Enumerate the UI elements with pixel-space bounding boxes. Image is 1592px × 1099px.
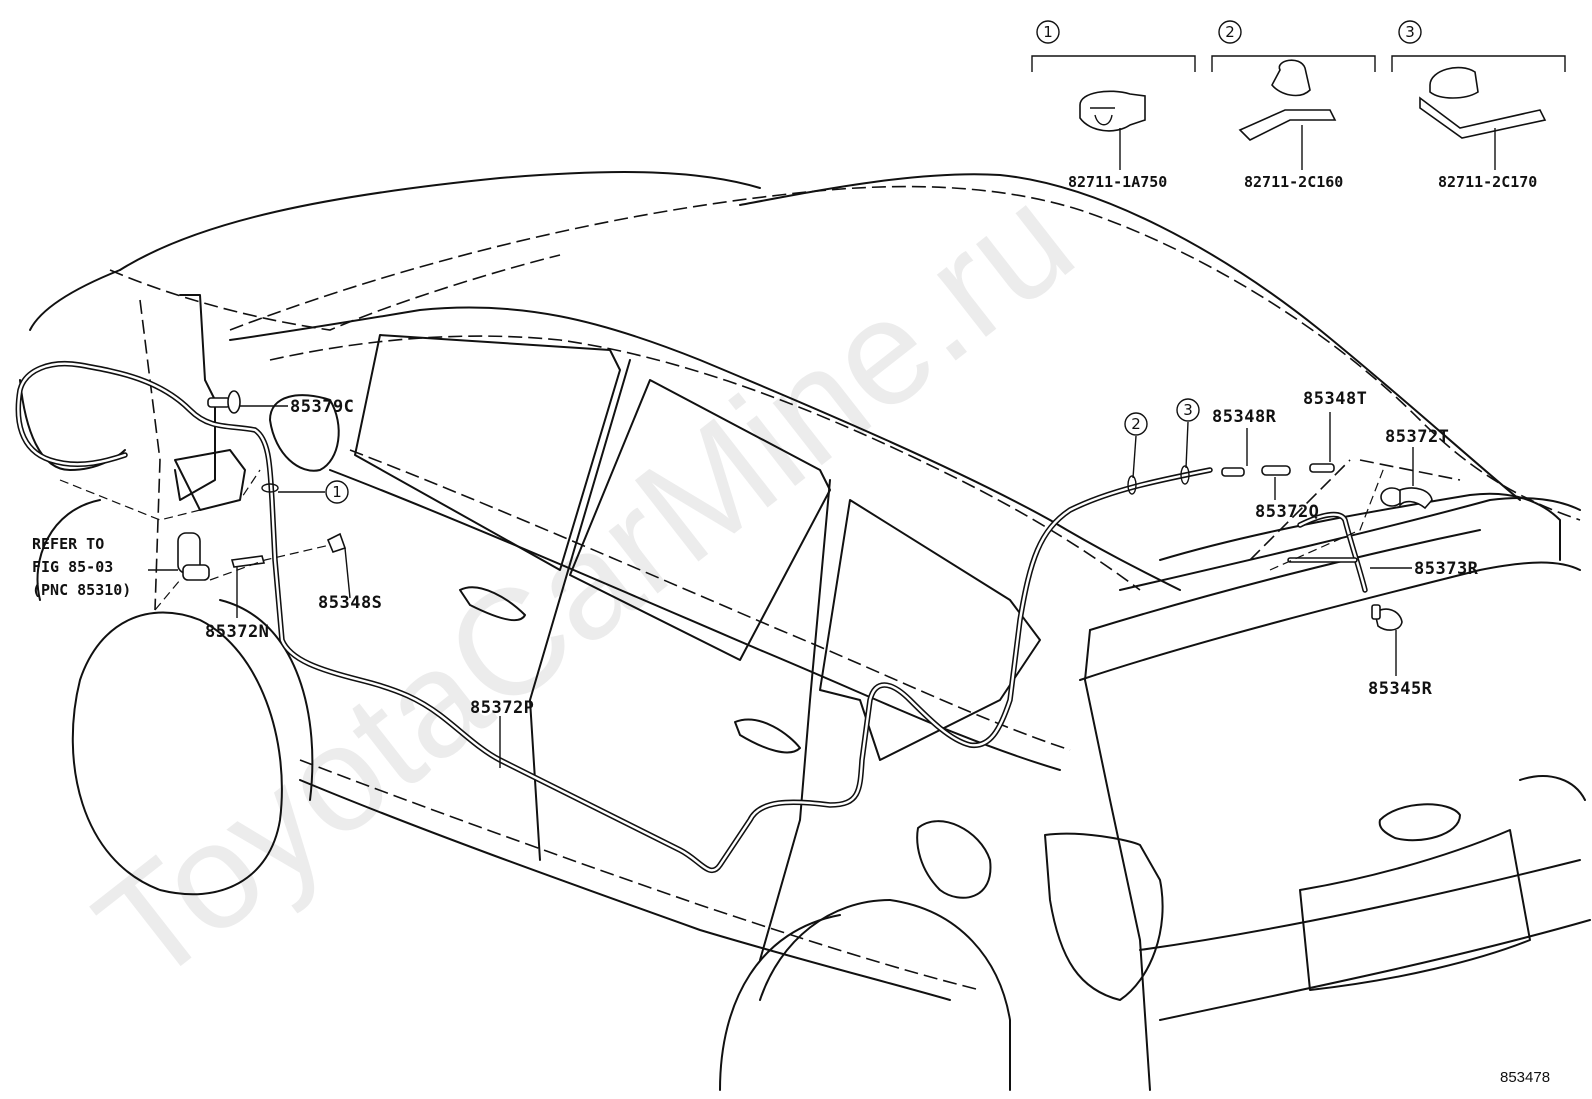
reference-line-2: FIG 85-03 <box>32 558 113 576</box>
callout-2: 2 <box>1131 415 1141 433</box>
figure-number: 853478 <box>1500 1069 1550 1086</box>
hose-callouts: 1 2 3 <box>278 398 1200 504</box>
legend-part-2: 82711-2C160 <box>1244 173 1343 191</box>
legend-part-1: 82711-1A750 <box>1068 173 1167 191</box>
label-85372T: 85372T <box>1385 427 1449 447</box>
callout-1: 1 <box>332 483 342 501</box>
legend-part-3: 82711-2C170 <box>1438 173 1537 191</box>
legend-key-1: 1 <box>1043 23 1053 41</box>
legend: 1 82711-1A750 2 82711-2C160 3 82711-2C17… <box>1031 20 1566 191</box>
washer-hose <box>15 361 1368 874</box>
label-85372N: 85372N <box>205 622 269 642</box>
callout-3: 3 <box>1183 401 1193 419</box>
watermark-text: ToyotaCarMine.ru <box>66 154 1102 1015</box>
reference-line-1: REFER TO <box>32 535 104 553</box>
part-labels: 85379C 85348S 85372N 85372P 85348R 85348… <box>32 389 1479 768</box>
label-85372P: 85372P <box>470 698 534 718</box>
label-85345R: 85345R <box>1368 679 1433 699</box>
label-85348R: 85348R <box>1212 407 1277 427</box>
label-85348S: 85348S <box>318 593 382 613</box>
label-85348T: 85348T <box>1303 389 1367 409</box>
reference-line-3: (PNC 85310) <box>32 581 131 599</box>
label-85373R: 85373R <box>1414 559 1479 579</box>
legend-key-2: 2 <box>1225 23 1235 41</box>
car-body-outline <box>19 171 1591 1091</box>
small-parts <box>154 390 1433 631</box>
legend-key-3: 3 <box>1405 23 1415 41</box>
label-85372Q: 85372Q <box>1255 502 1319 522</box>
label-85379C: 85379C <box>290 397 354 417</box>
